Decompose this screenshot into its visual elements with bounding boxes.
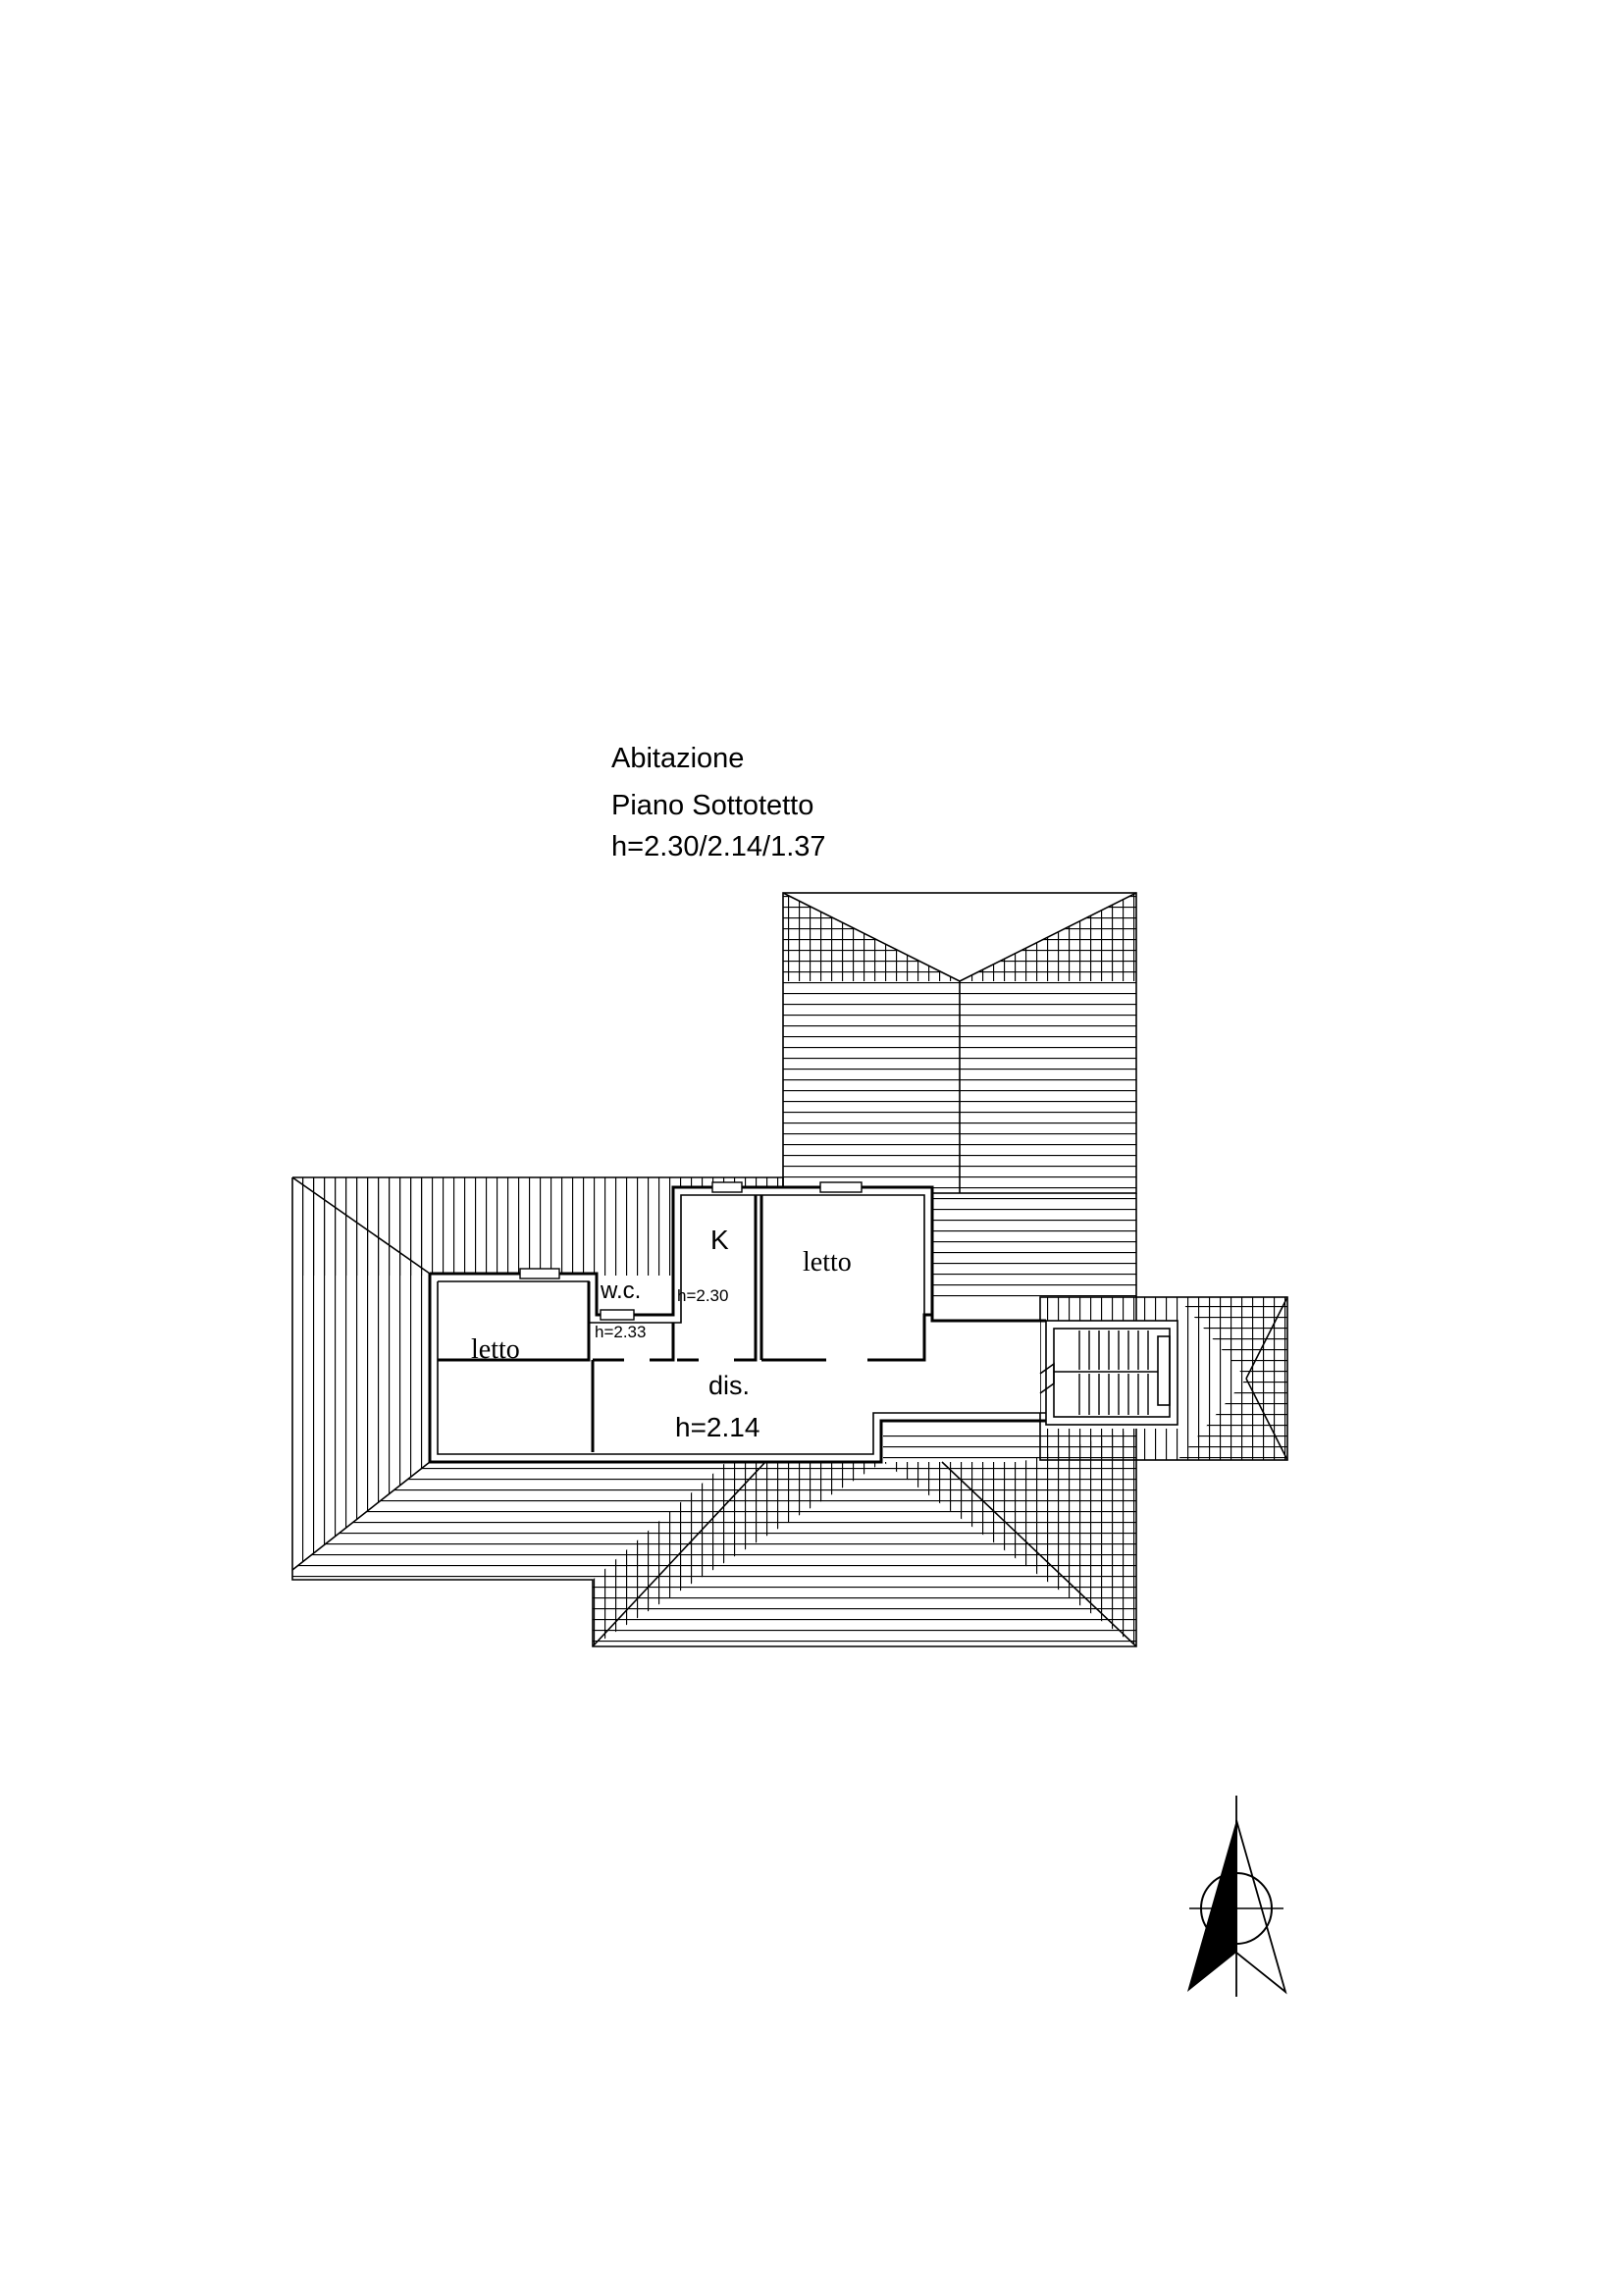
- title-line-1: Abitazione: [611, 743, 744, 774]
- room-label-kitchen: K: [710, 1225, 729, 1255]
- room-label-dis: dis.: [708, 1371, 750, 1400]
- windows: [519, 1181, 863, 1321]
- walls: [428, 1181, 1046, 1464]
- room-height-dis: h=2.14: [675, 1412, 759, 1442]
- room-height-kitchen: h=2.30: [677, 1286, 728, 1305]
- title-line-3: h=2.30/2.14/1.37: [611, 831, 826, 862]
- roof-north-wing: [782, 892, 1137, 1194]
- room-height-wc: h=2.33: [595, 1323, 646, 1341]
- room-label-wc: w.c.: [600, 1278, 641, 1304]
- room-label-letto-left: letto: [471, 1334, 520, 1365]
- north-arrow-icon: [1187, 1796, 1287, 1997]
- title-line-2: Piano Sottotetto: [611, 790, 813, 821]
- room-label-letto-right: letto: [803, 1247, 852, 1278]
- staircase: [1039, 1320, 1178, 1426]
